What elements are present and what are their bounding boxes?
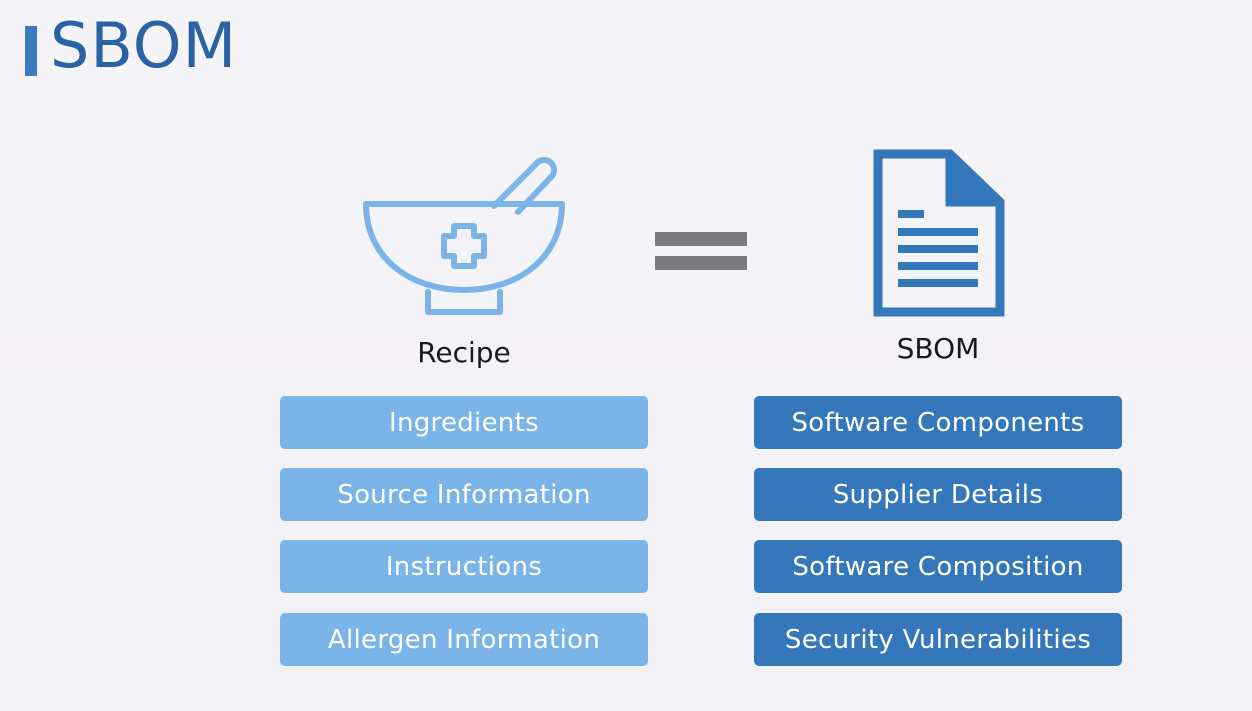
- recipe-label: Recipe: [417, 336, 511, 369]
- document-icon: [873, 149, 1005, 317]
- recipe-item-source-information: Source Information: [280, 468, 648, 521]
- sbom-label: SBOM: [896, 332, 980, 365]
- mortar-pestle-medical-icon: [363, 157, 565, 315]
- sbom-item-software-components: Software Components: [754, 396, 1122, 449]
- equals-icon: [655, 232, 747, 270]
- title-accent-bar: [25, 26, 37, 76]
- recipe-item-ingredients: Ingredients: [280, 396, 648, 449]
- sbom-item-supplier-details: Supplier Details: [754, 468, 1122, 521]
- recipe-item-allergen-information: Allergen Information: [280, 613, 648, 666]
- recipe-item-instructions: Instructions: [280, 540, 648, 593]
- sbom-item-software-composition: Software Composition: [754, 540, 1122, 593]
- sbom-item-security-vulnerabilities: Security Vulnerabilities: [754, 613, 1122, 666]
- slide-title: SBOM: [50, 9, 238, 82]
